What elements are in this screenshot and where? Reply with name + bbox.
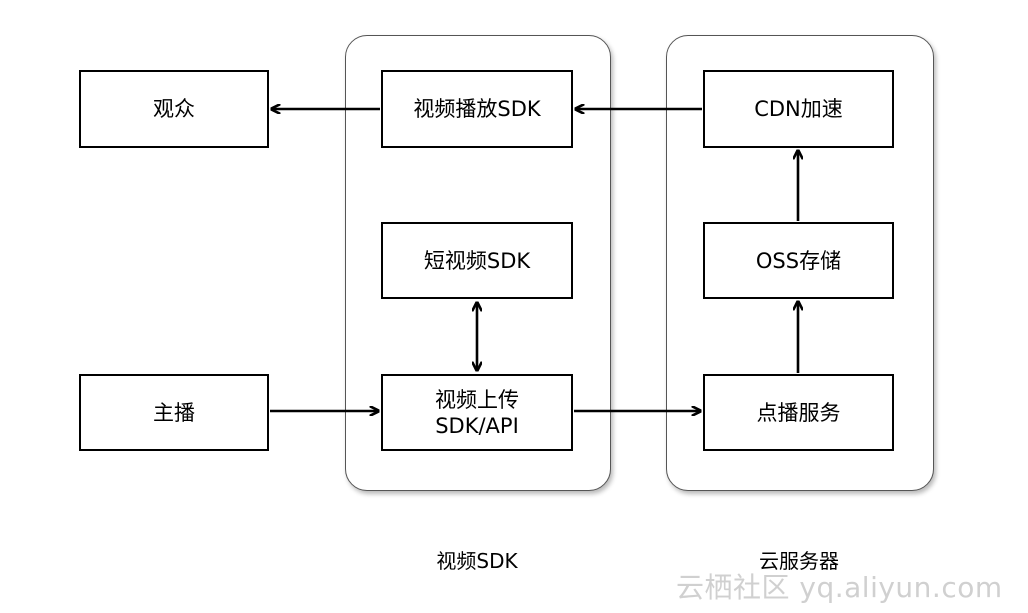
upload-sdk-label-line2: SDK/API (435, 413, 519, 438)
anchor-label: 主播 (153, 400, 195, 425)
anchor-node: 主播 (79, 374, 269, 451)
cdn-node: CDN加速 (703, 70, 894, 148)
cloud-server-caption: 云服务器 (759, 549, 839, 573)
player-sdk-label: 视频播放SDK (413, 97, 541, 121)
upload-sdk-node: 视频上传 SDK/API (381, 374, 573, 451)
oss-label: OSS存储 (755, 248, 842, 273)
short-video-sdk-node: 短视频SDK (381, 222, 573, 299)
audience-node: 观众 (79, 70, 269, 148)
audience-label: 观众 (153, 97, 195, 121)
watermark-text: 云栖社区 yq.aliyun.com (676, 571, 1003, 604)
vod-node: 点播服务 (703, 374, 894, 451)
player-sdk-node: 视频播放SDK (381, 70, 573, 148)
short-video-sdk-label: 短视频SDK (423, 248, 531, 273)
vod-label: 点播服务 (756, 400, 841, 425)
video-sdk-caption: 视频SDK (436, 549, 518, 573)
cdn-label: CDN加速 (754, 97, 843, 121)
oss-node: OSS存储 (703, 222, 894, 299)
upload-sdk-label-line1: 视频上传 (435, 387, 519, 412)
